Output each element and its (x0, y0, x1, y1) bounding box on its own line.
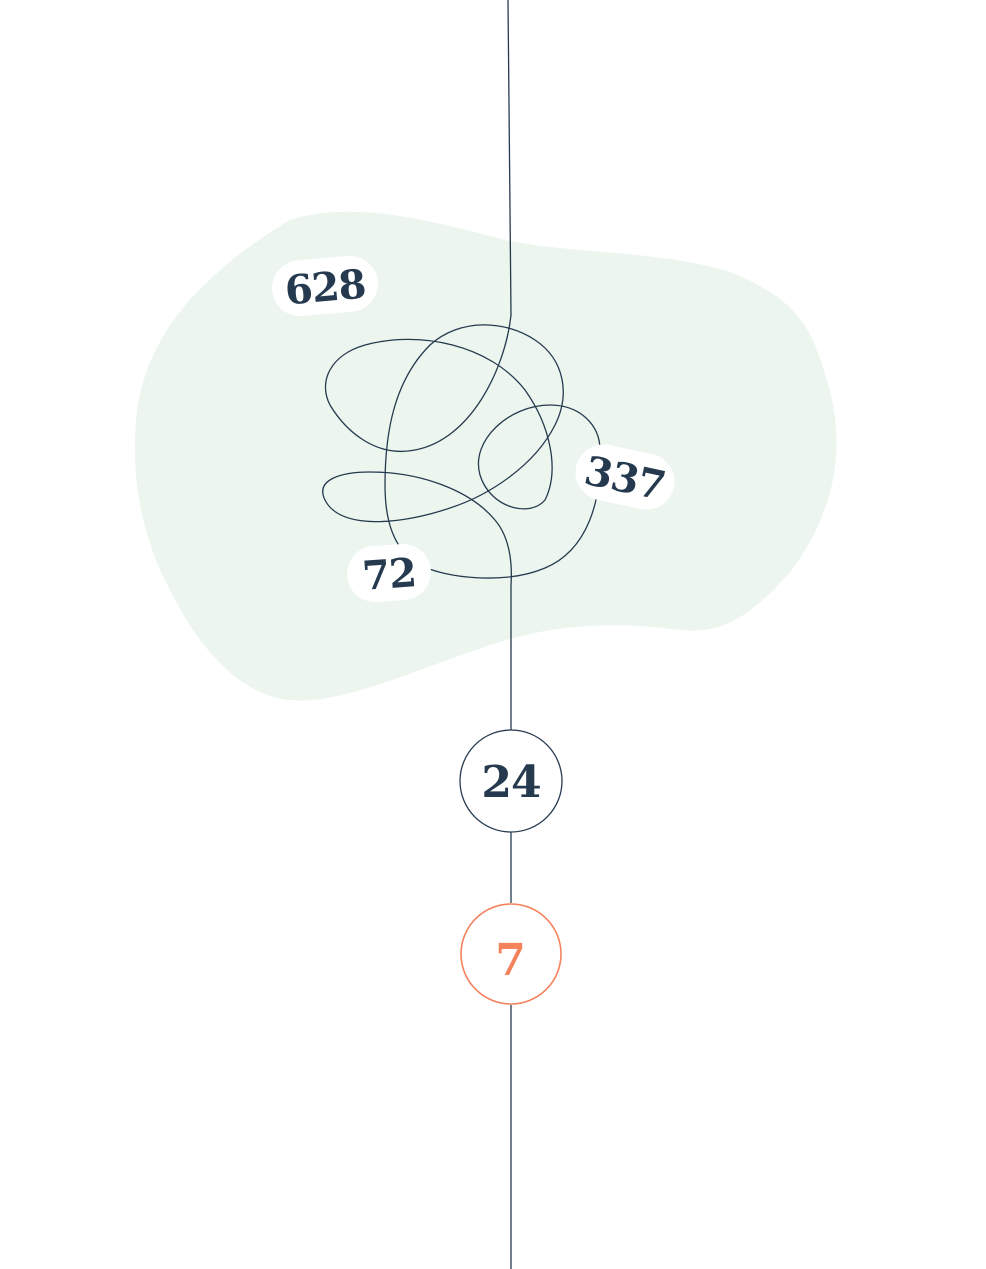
label-337: 337 (575, 444, 675, 510)
background-blob (134, 211, 837, 701)
label-72-pill (347, 544, 431, 602)
node-7: 7 (460, 903, 562, 1005)
tangle-line (322, 314, 601, 586)
label-628-pill (272, 255, 378, 317)
label-72-text: 72 (361, 549, 418, 600)
label-337-pill (575, 444, 675, 510)
label-628-text: 628 (283, 261, 367, 315)
flow-line-top (507, 0, 512, 316)
node-7-circle (460, 903, 562, 1005)
node-24-text: 24 (481, 757, 540, 808)
node-24: 24 (459, 729, 563, 833)
node-24-circle (459, 729, 563, 833)
label-628: 628 (272, 255, 378, 317)
node-7-text: 7 (495, 935, 525, 986)
label-72: 72 (347, 544, 431, 602)
